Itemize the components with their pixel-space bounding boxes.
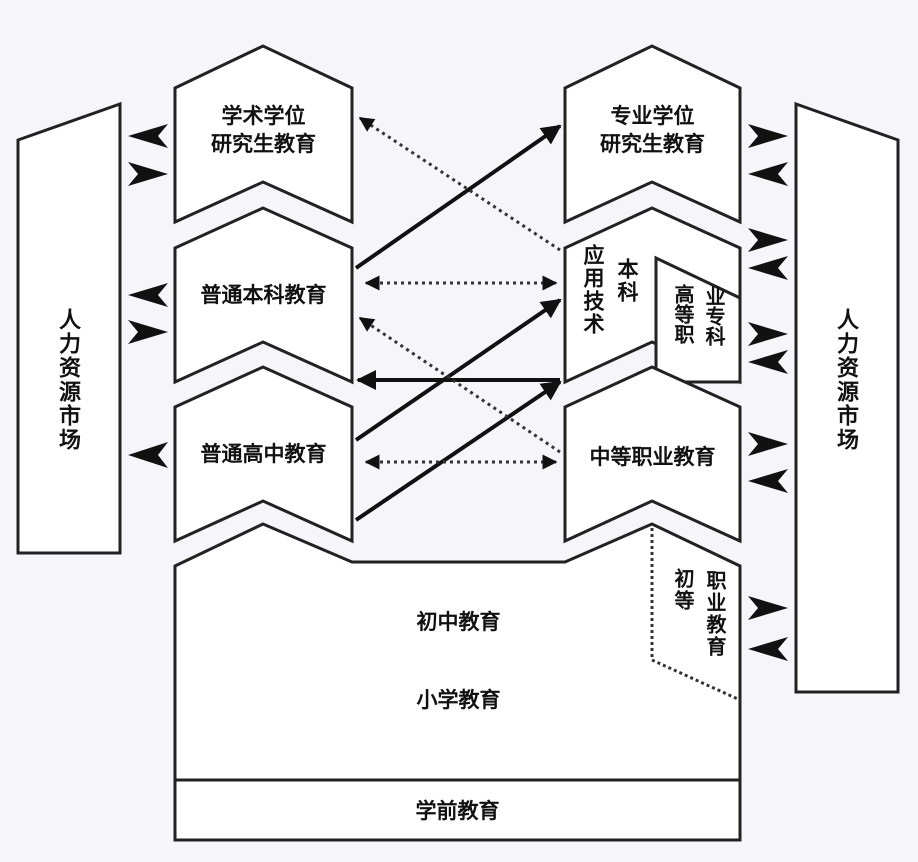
higher-vocational-col2: 业专科	[702, 286, 726, 346]
professional-grad-line1: 专业学位	[610, 104, 695, 128]
academic-grad-line1: 学术学位	[221, 104, 306, 128]
junior-vocational-boundary	[650, 528, 741, 702]
right-market-box	[794, 101, 900, 694]
junior-high-label: 初中教育	[416, 610, 501, 634]
regular-undergrad-box	[173, 206, 354, 385]
professional-grad-line2: 研究生教育	[600, 132, 705, 156]
regular-high-school-label: 普通高中教育	[200, 442, 327, 466]
applied-undergrad-col1: 应用技术	[581, 244, 605, 336]
solid-transitions	[354, 124, 562, 522]
junior-vocational-col1: 初等	[671, 568, 695, 612]
applied-undergrad-col2: 本科	[615, 258, 639, 304]
dotted-transitions	[358, 116, 561, 470]
right-market-label: 人力资源市场	[833, 308, 858, 452]
preschool-box	[173, 778, 742, 842]
left-market-label: 人力资源市场	[55, 308, 80, 452]
professional-grad-box	[563, 44, 742, 225]
academic-grad-line2: 研究生教育	[211, 132, 316, 156]
left-market-box	[16, 101, 122, 555]
right-flow-arrows	[748, 124, 788, 661]
academic-grad-box	[173, 44, 354, 225]
higher-vocational-box	[654, 255, 742, 384]
academic-grad-label: 学术学位 研究生教育	[175, 102, 352, 158]
secondary-vocational-label: 中等职业教育	[589, 445, 716, 469]
professional-grad-label: 专业学位 研究生教育	[565, 102, 740, 158]
basic-education-box	[173, 522, 742, 782]
left-flow-arrows	[128, 124, 168, 468]
primary-label: 小学教育	[416, 688, 501, 712]
secondary-vocational-box	[563, 365, 742, 544]
regular-undergrad-label: 普通本科教育	[200, 283, 327, 307]
preschool-label: 学前教育	[415, 799, 500, 823]
junior-vocational-col2: 职业教育	[703, 570, 727, 658]
higher-vocational-col1: 高等职	[671, 284, 695, 344]
regular-high-school-box	[173, 365, 354, 544]
